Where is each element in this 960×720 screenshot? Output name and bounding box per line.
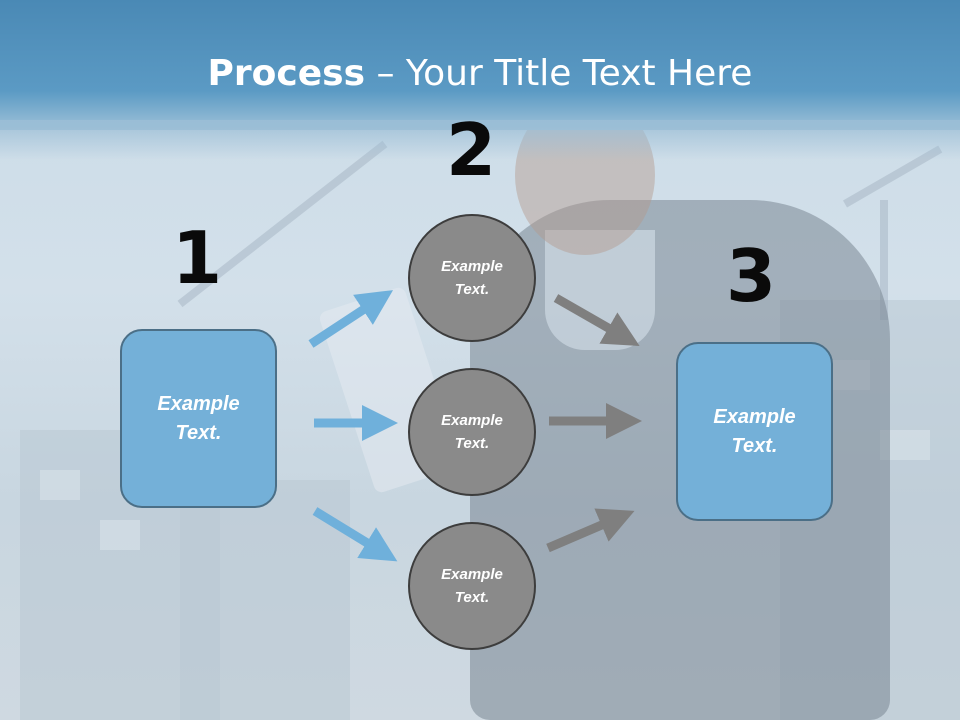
step-number-2: 2	[446, 108, 497, 192]
title-bar-fade	[0, 120, 960, 160]
slide-title-bold: Process	[207, 53, 366, 94]
step-1-box: Example Text.	[120, 329, 277, 508]
step-2-circle-bottom: Example Text.	[408, 522, 536, 650]
circle-middle-text: Example Text.	[441, 412, 503, 452]
circle-bottom-text: Example Text.	[441, 566, 503, 606]
step-number-1: 1	[172, 216, 223, 300]
step-number-3: 3	[726, 234, 777, 318]
arrow-to-bottom-circle	[312, 507, 398, 562]
background-window	[40, 470, 80, 500]
circle-top-text: Example Text.	[441, 258, 503, 298]
step-2-circle-middle: Example Text.	[408, 368, 536, 496]
background-window	[100, 520, 140, 550]
arrow-from-top-circle	[553, 294, 640, 346]
arrow-from-bottom-circle	[546, 508, 635, 553]
step-2-circle-top: Example Text.	[408, 214, 536, 342]
slide-title: Process – Your Title Text Here	[0, 52, 960, 96]
slide-title-rest: – Your Title Text Here	[365, 53, 753, 94]
step-3-text: Example Text.	[713, 405, 796, 457]
arrow-to-top-circle	[308, 290, 394, 348]
step-3-box: Example Text.	[676, 342, 833, 521]
title-bar	[0, 0, 960, 130]
background-crane	[880, 200, 888, 320]
step-1-text: Example Text.	[157, 392, 240, 444]
